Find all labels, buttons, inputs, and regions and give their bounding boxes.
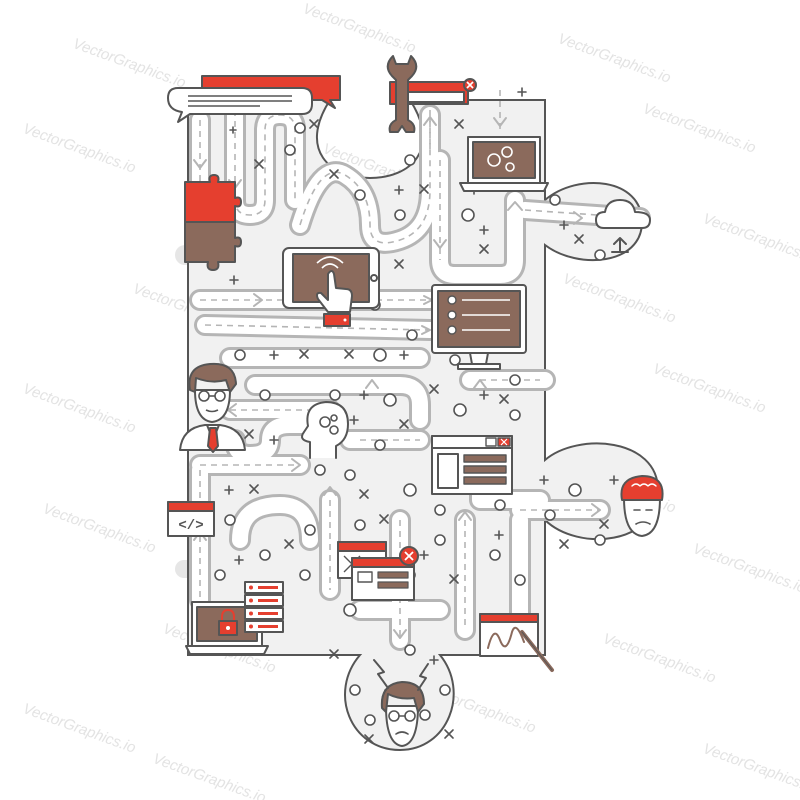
brain-head-icon [620,475,664,537]
code-window-icon: </> [167,501,215,537]
chat-bubble-icon [167,75,341,123]
laptop-gears-icon [459,136,549,192]
businessman-icon [179,362,246,453]
browser-window-icon [431,435,513,495]
maze-crosses [214,87,619,744]
cloud-upload-icon [595,199,651,253]
server-stack-icon [244,581,284,633]
laptop-lock-icon [185,601,269,655]
error-windows-icon [337,541,419,601]
tablet-touch-icon [282,247,380,327]
code-tag-text: </> [178,518,203,534]
maze-circles [214,122,606,726]
wrench-icon [386,55,477,133]
puzzle-icon [184,174,242,271]
dashed-guides [199,90,641,640]
monitor-checklist-icon [431,284,527,370]
whiteboard-chart-icon [479,613,554,672]
stressed-man-icon [373,659,429,747]
head-gears-icon [301,401,349,459]
